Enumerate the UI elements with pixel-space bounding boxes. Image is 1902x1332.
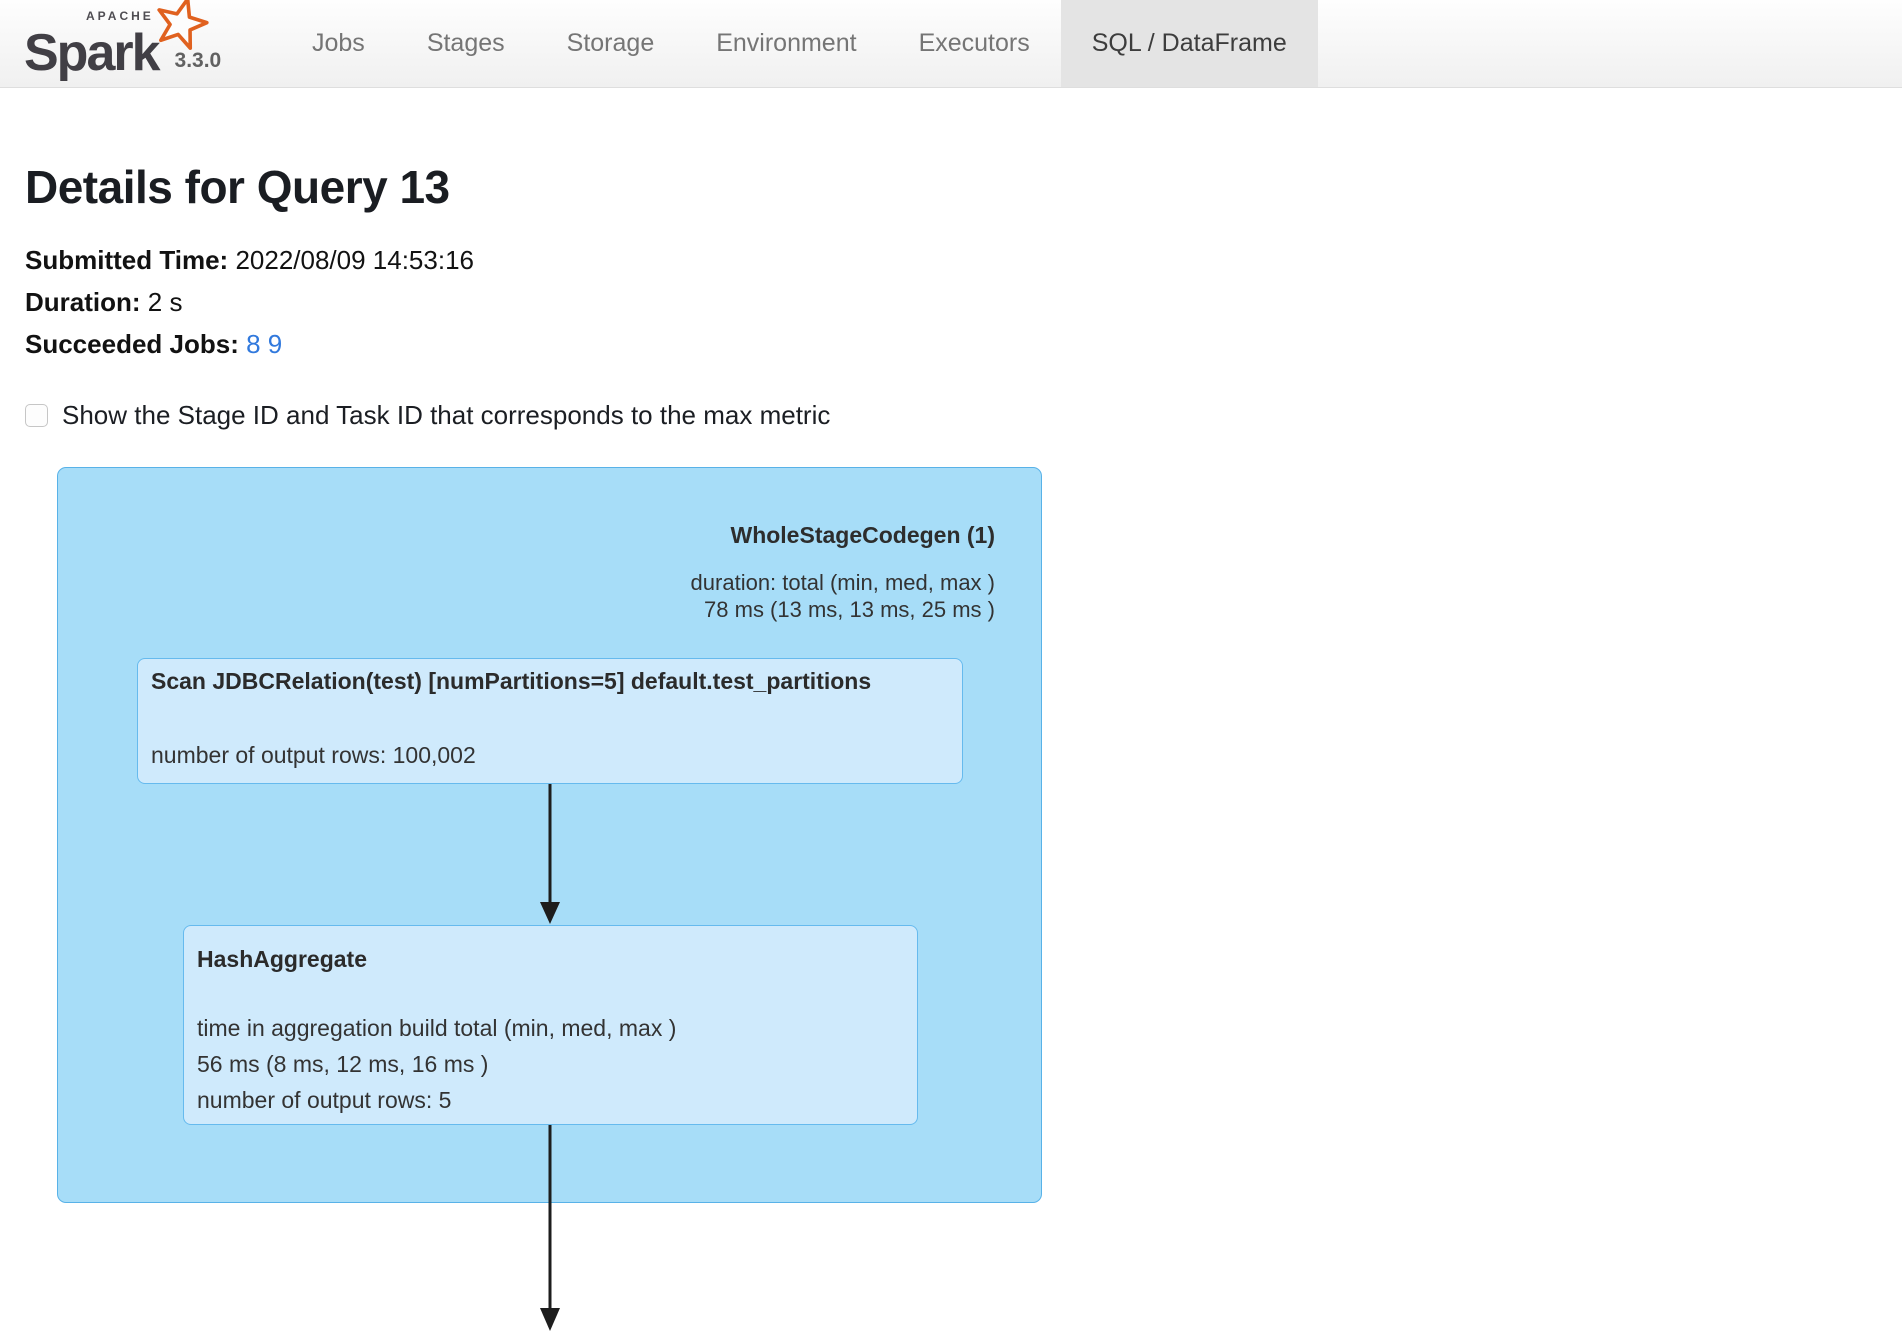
max-metric-checkbox-label: Show the Stage ID and Task ID that corre… (62, 400, 831, 430)
cluster-metrics: duration: total (min, med, max ) 78 ms (… (691, 569, 995, 623)
node-metric-line: 56 ms (8 ms, 12 ms, 16 ms ) (197, 1051, 489, 1077)
meta-duration-value: 2 s (147, 287, 183, 317)
meta-duration: Duration: 2 s (25, 281, 474, 323)
top-navbar: APACHE Spark 3.3.0 Jobs Stages Storage E… (0, 0, 1902, 88)
meta-succeeded-jobs-label: Succeeded Jobs: (25, 329, 239, 359)
spark-wordmark: Spark (24, 24, 161, 82)
spark-star-icon (157, 0, 209, 50)
spark-version: 3.3.0 (174, 49, 222, 72)
meta-submitted-time-label: Submitted Time: (25, 245, 229, 275)
spark-logo[interactable]: APACHE Spark 3.3.0 (24, 0, 279, 87)
node-title: HashAggregate (197, 946, 367, 972)
job-link-9[interactable]: 9 (267, 329, 283, 359)
tab-executors[interactable]: Executors (918, 29, 1030, 57)
job-link-8[interactable]: 8 (246, 329, 261, 359)
meta-duration-label: Duration: (25, 287, 141, 317)
cluster-metric-line: duration: total (min, med, max ) (690, 570, 995, 595)
node-metric-line: time in aggregation build total (min, me… (197, 1015, 677, 1041)
cluster-metric-line: 78 ms (13 ms, 13 ms, 25 ms ) (704, 597, 995, 622)
node-metric-line: number of output rows: 100,002 (151, 742, 476, 768)
tab-sql-dataframe[interactable]: SQL / DataFrame (1060, 0, 1318, 87)
max-metric-toggle-row: Show the Stage ID and Task ID that corre… (25, 400, 830, 431)
node-hashaggregate[interactable]: HashAggregate time in aggregation build … (183, 925, 918, 1125)
wholestagecodegen-cluster[interactable]: WholeStageCodegen (1) duration: total (m… (57, 467, 1042, 1203)
cluster-title: WholeStageCodegen (1) (730, 522, 995, 548)
nav-tabs: Jobs Stages Storage Environment Executor… (281, 0, 1318, 87)
node-metric-line: number of output rows: 5 (197, 1087, 452, 1113)
node-scan-jdbcrelation[interactable]: Scan JDBCRelation(test) [numPartitions=5… (137, 658, 963, 784)
node-title: Scan JDBCRelation(test) [numPartitions=5… (151, 668, 872, 694)
apache-wordmark: APACHE (86, 9, 154, 23)
meta-submitted-time-value: 2022/08/09 14:53:16 (235, 245, 474, 275)
tab-jobs[interactable]: Jobs (312, 29, 365, 57)
tab-stages[interactable]: Stages (426, 29, 505, 57)
tab-storage[interactable]: Storage (566, 29, 655, 57)
page-title: Details for Query 13 (25, 161, 450, 213)
node-metrics: number of output rows: 100,002 (151, 737, 476, 773)
meta-submitted-time: Submitted Time: 2022/08/09 14:53:16 (25, 239, 474, 281)
meta-succeeded-jobs: Succeeded Jobs: 8 9 (25, 323, 474, 365)
tab-environment[interactable]: Environment (716, 29, 857, 57)
node-metrics: time in aggregation build total (min, me… (197, 1010, 676, 1118)
max-metric-checkbox[interactable] (25, 404, 48, 427)
query-meta: Submitted Time: 2022/08/09 14:53:16 Dura… (25, 239, 474, 365)
